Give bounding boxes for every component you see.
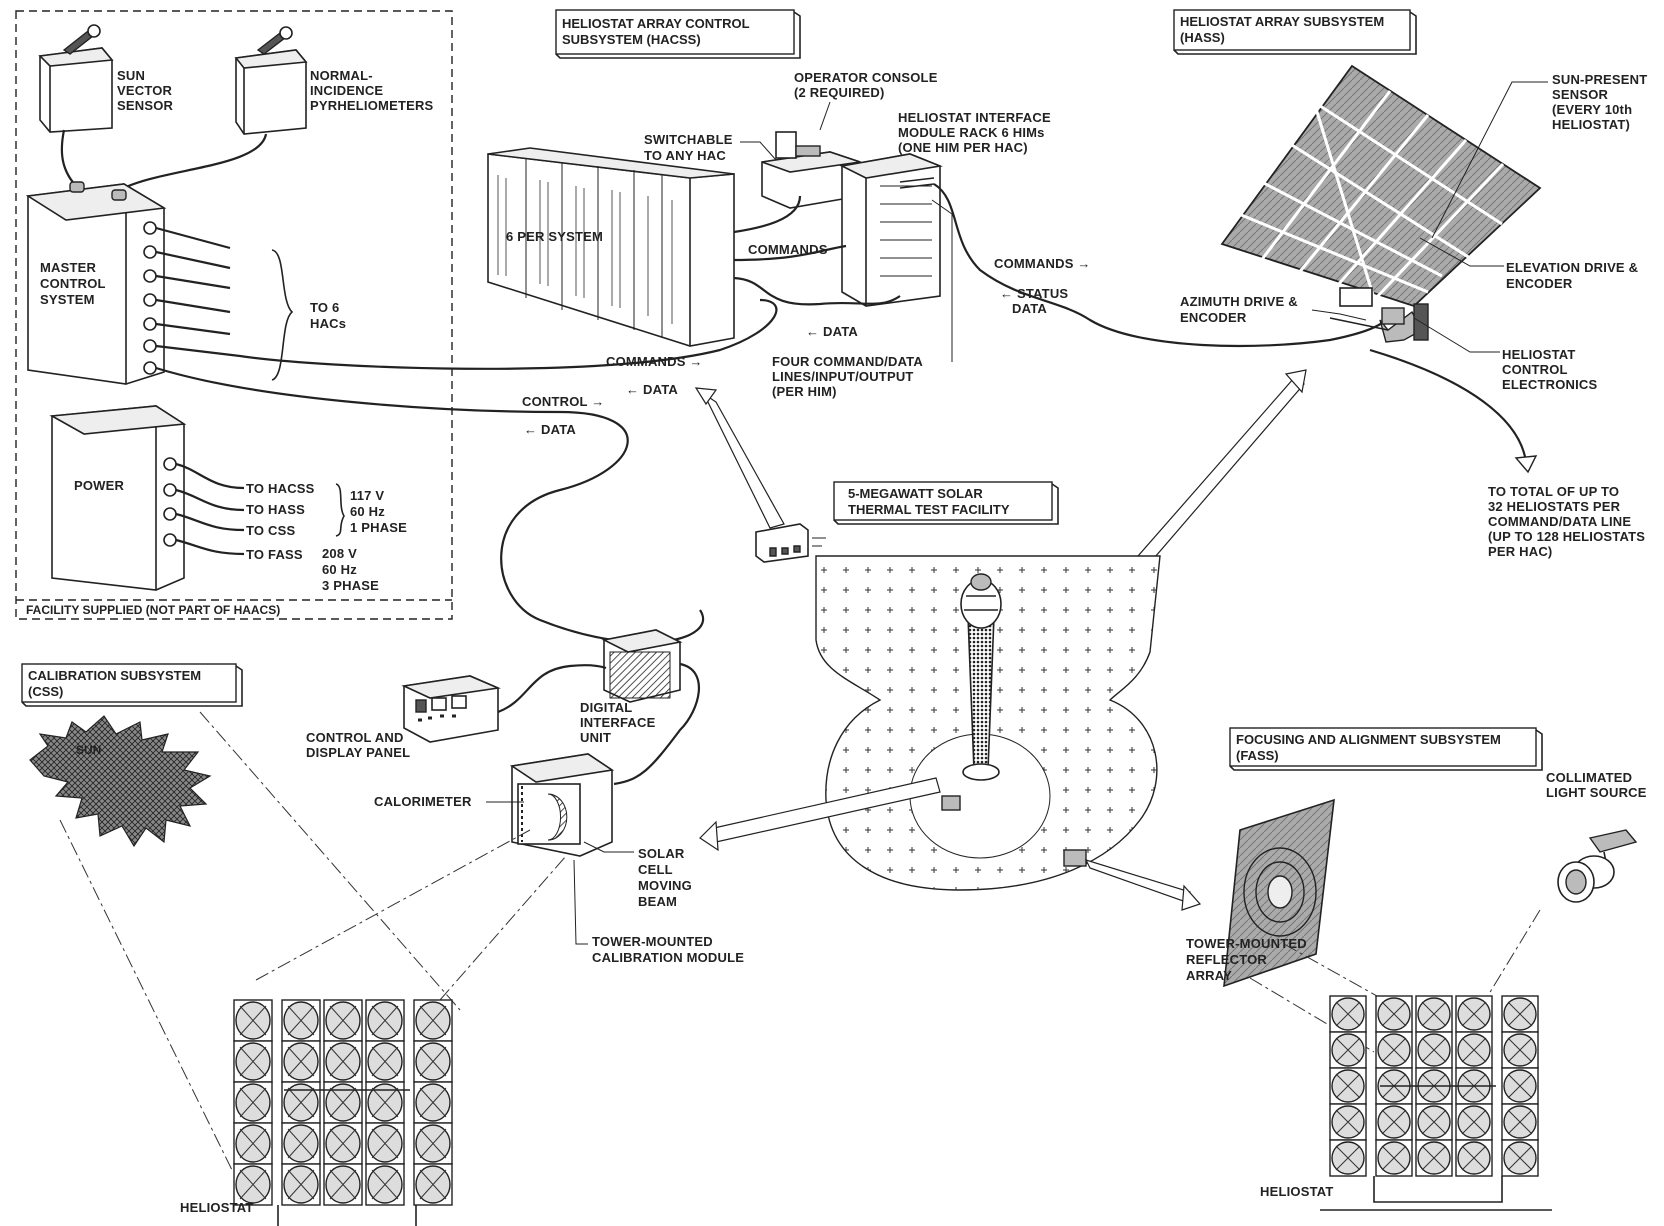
hacss-callout xyxy=(696,388,826,562)
power-spec-1: 117 V 60 Hz 1 PHASE xyxy=(350,488,407,535)
power-brace xyxy=(336,484,344,536)
data-out-label: ← DATA xyxy=(626,382,678,397)
power-spec-2: 208 V 60 Hz 3 PHASE xyxy=(322,546,379,593)
power-supply: POWER xyxy=(52,406,184,590)
sun-present-label: SUN-PRESENT SENSOR (EVERY 10th HELIOSTAT… xyxy=(1552,72,1651,132)
hacss-title-box: HELIOSTAT ARRAY CONTROL SUBSYSTEM (HACSS… xyxy=(556,10,800,58)
master-control-system: MASTER CONTROL SYSTEM xyxy=(28,182,164,384)
reflector-array: TOWER-MOUNTED REFLECTOR ARRAY xyxy=(1186,800,1334,986)
him-rack: HELIOSTAT INTERFACE MODULE RACK 6 HIMs (… xyxy=(842,110,1055,306)
calibration-module-marker xyxy=(942,796,960,810)
data-inner-label: ← DATA xyxy=(806,324,858,339)
pyrheliometers: NORMAL- INCIDENCE PYRHELIOMETERS xyxy=(236,27,434,134)
pyrheliometer-icon xyxy=(258,27,292,54)
power-outputs: TO HACSS TO HASS TO CSS TO FASS xyxy=(246,481,318,562)
svg-text:COLLIMATED LIGHT SOURCE: COLLIMATED LIGHT SOURCE xyxy=(1546,770,1647,800)
css-heliostat-label: HELIOSTAT xyxy=(180,1200,254,1215)
svg-text:HELIOSTAT INTERFACE MODU: HELIOSTAT INTERFACE MODULE RACK 6 HIMs (… xyxy=(898,110,1055,155)
power-cables xyxy=(176,464,244,554)
tower-module-label: TOWER-MOUNTED CALIBRATION MODULE xyxy=(592,934,744,965)
data-out2-label: ← DATA xyxy=(524,422,576,437)
to-hacs-label: TO 6 HACs xyxy=(310,300,346,331)
fass-heliostat xyxy=(1320,996,1552,1210)
four-lines-label: FOUR COMMAND/DATA LINES/INPUT/OUTPUT (PE… xyxy=(772,354,926,399)
control-display-panel: CONTROL AND DISPLAY PANEL xyxy=(306,676,498,760)
sun-label: SUN xyxy=(76,743,101,757)
calibration-module: CALORIMETER xyxy=(374,754,612,856)
commands-inner-label: COMMANDS xyxy=(748,242,828,257)
collimated-light-source: COLLIMATED LIGHT SOURCE xyxy=(1546,770,1647,902)
digital-interface-unit: DIGITAL INTERFACE UNIT xyxy=(580,630,680,745)
fass-heliostat-label: HELIOSTAT xyxy=(1260,1184,1334,1199)
svg-text:5-MEGAWATT SOLAR THERMAL: 5-MEGAWATT SOLAR THERMAL TEST FACILITY xyxy=(848,486,1010,517)
sun-icon: SUN xyxy=(30,716,210,846)
svg-text:OPERATOR CONSOLE (2 REQU: OPERATOR CONSOLE (2 REQUIRED) xyxy=(794,70,941,100)
total-heliostats-label: TO TOTAL OF UP TO 32 HELIOSTATS PER COMM… xyxy=(1488,484,1649,559)
commands-out-label: COMMANDS → xyxy=(606,354,703,369)
control-electronics-label: HELIOSTAT CONTROL ELECTRONICS xyxy=(1502,347,1598,392)
per-system-label: 6 PER SYSTEM xyxy=(506,229,603,244)
svg-text:CONTROL AND DISPLAY PANE: CONTROL AND DISPLAY PANEL xyxy=(306,730,410,760)
css-heliostat xyxy=(224,1000,466,1226)
pyrheliometers-label: NORMAL- INCIDENCE PYRHELIOMETERS xyxy=(310,68,434,113)
solar-cell-label: SOLAR CELL MOVING BEAM xyxy=(638,846,696,909)
elevation-label: ELEVATION DRIVE & ENCODER xyxy=(1506,260,1642,291)
hass-title-box: HELIOSTAT ARRAY SUBSYSTEM (HASS) xyxy=(1174,10,1416,54)
extension-arrow xyxy=(1516,456,1536,472)
fass-title-box: FOCUSING AND ALIGNMENT SUBSYSTEM (FASS) xyxy=(1230,728,1542,770)
hass-commands-label: COMMANDS → xyxy=(994,256,1091,271)
hass-status-label: ← STATUS DATA xyxy=(1000,286,1072,316)
sun-vector-sensor-label: SUN VECTOR SENSOR xyxy=(117,68,176,113)
azimuth-label: AZIMUTH DRIVE & ENCODER xyxy=(1180,294,1302,325)
svg-text:DIGITAL INTERFACE: DIGITAL INTERFACE UNIT xyxy=(580,700,659,745)
pyrheliometer-cable xyxy=(120,134,266,190)
fass-callout xyxy=(1086,860,1200,910)
switchable-label: SWITCHABLE TO ANY HAC xyxy=(644,132,736,163)
reflector-marker xyxy=(1064,850,1086,866)
sun-vector-sensor: SUN VECTOR SENSOR xyxy=(40,25,176,132)
sensor-cable xyxy=(62,130,78,188)
switchable-leader xyxy=(740,142,776,160)
facility-footer: FACILITY SUPPLIED (NOT PART OF HAACS) xyxy=(26,603,280,617)
control-out-label: CONTROL → xyxy=(522,394,604,409)
calorimeter-label: CALORIMETER xyxy=(374,794,472,809)
css-title-box: CALIBRATION SUBSYSTEM (CSS) xyxy=(22,664,242,706)
console-icon xyxy=(776,132,820,158)
facility-title-box: 5-MEGAWATT SOLAR THERMAL TEST FACILITY xyxy=(834,482,1058,524)
hac-computer-racks: 6 PER SYSTEM xyxy=(488,148,734,346)
power-label: POWER xyxy=(74,478,125,493)
